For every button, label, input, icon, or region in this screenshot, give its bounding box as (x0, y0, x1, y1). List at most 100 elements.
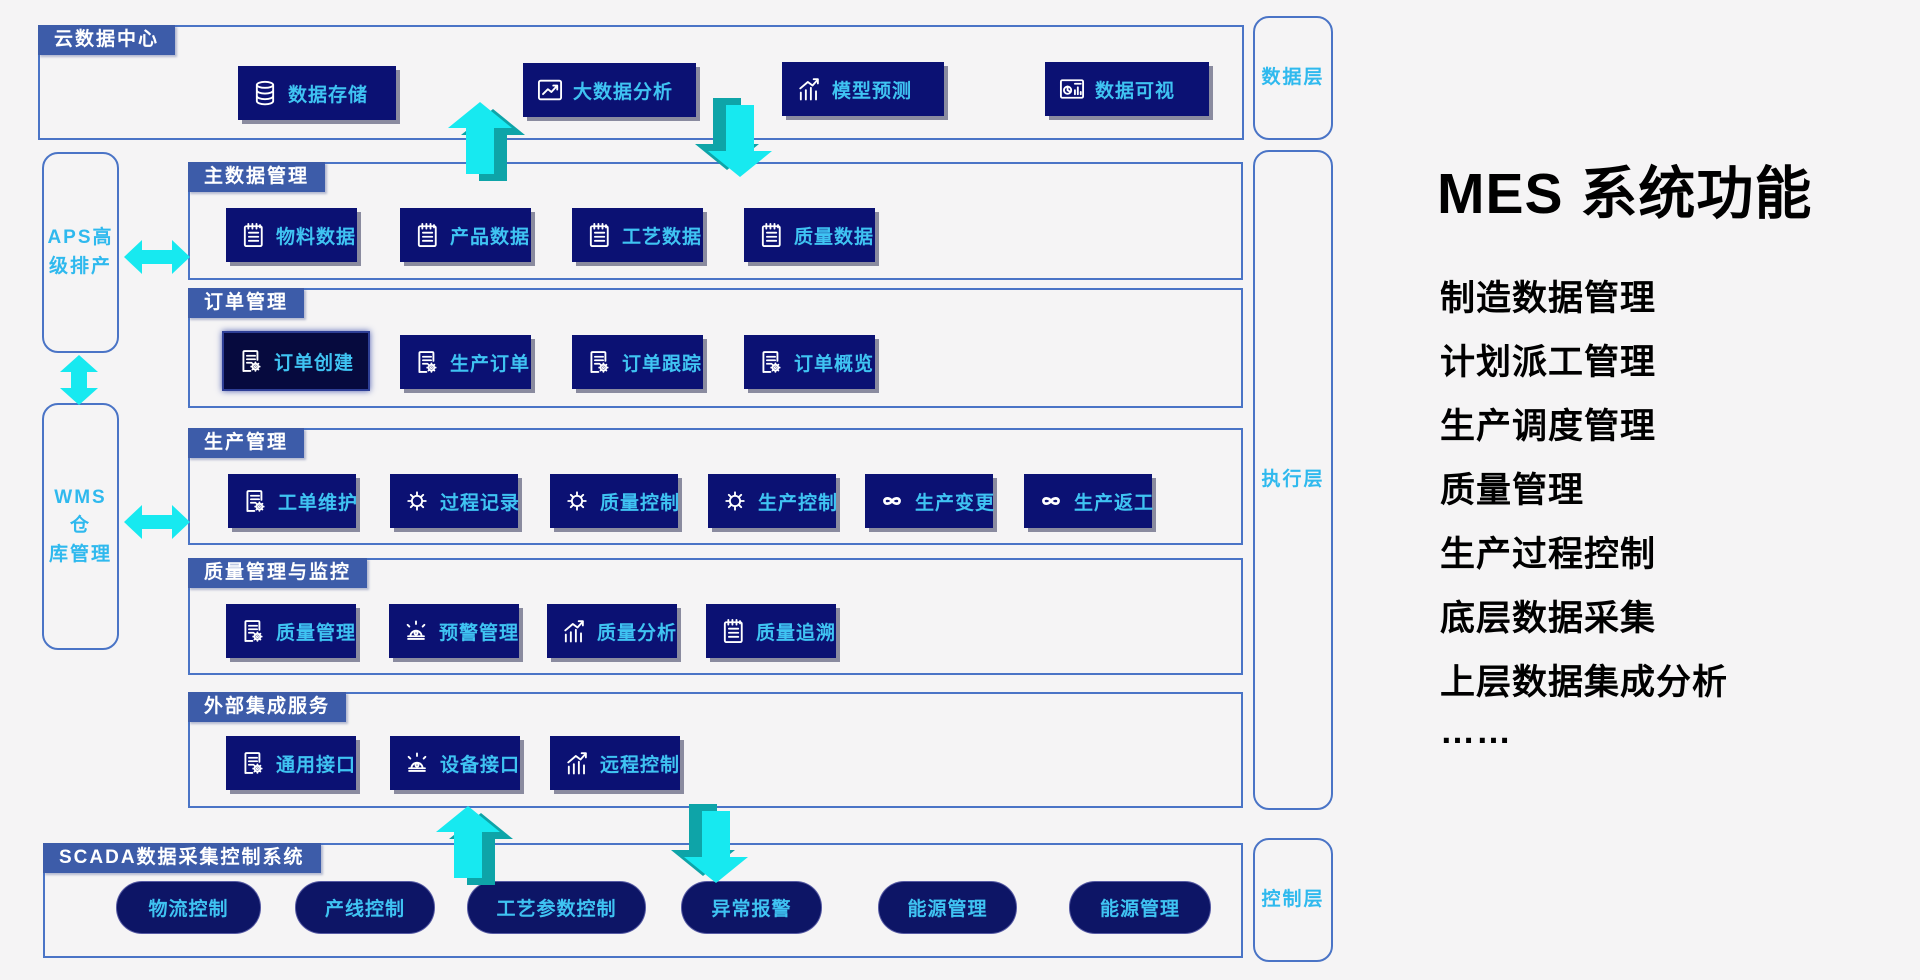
aps-label: APS高 级排产 (47, 227, 114, 277)
panel-item: 质量管理 (1440, 471, 1585, 510)
button-label: 大数据分析 (573, 81, 674, 103)
button-label: 工单维护 (278, 492, 359, 514)
button-label: 通用接口 (276, 754, 357, 776)
production-rework-button[interactable]: 生产返工 (1024, 474, 1155, 528)
remote-control-button[interactable]: 远程控制 (550, 736, 680, 790)
button-label: 预警管理 (439, 622, 520, 644)
pill-label: 能源管理 (907, 899, 988, 920)
panel-item: 底层数据采集 (1440, 599, 1657, 638)
device-interface-button[interactable]: 设备接口 (390, 736, 520, 790)
dashboard-icon (1058, 75, 1086, 103)
energy-management-pill-1[interactable]: 能源管理 (878, 881, 1017, 934)
panel-item: 制造数据管理 (1440, 279, 1657, 318)
quality-data-button[interactable]: 质量数据 (744, 208, 875, 262)
data-layer-label: 数据层 (1261, 66, 1325, 88)
notebook-icon (757, 221, 785, 249)
trend-chart-icon (795, 75, 823, 103)
doc-gear-icon (757, 348, 785, 376)
trend-chart-icon (560, 617, 588, 645)
button-label: 过程记录 (440, 492, 521, 514)
panel-title: MES 系统功能 (1437, 162, 1813, 226)
chart-box-icon (536, 76, 564, 104)
button-label: 数据可视 (1095, 80, 1176, 102)
quality-monitoring-section: 质量管理与监控 质量管理 预警管理 质量分析 质量追溯 (188, 558, 1243, 675)
panel-item: …… (1440, 712, 1512, 751)
line-control-pill[interactable]: 产线控制 (295, 881, 435, 934)
button-label: 生产返工 (1074, 492, 1155, 514)
button-label: 订单创建 (274, 352, 355, 374)
button-label: 质量控制 (600, 492, 681, 514)
button-label: 质量追溯 (756, 622, 837, 644)
infinity-icon (1037, 487, 1065, 515)
panel-item: 生产调度管理 (1440, 407, 1657, 446)
button-label: 设备接口 (440, 754, 521, 776)
abnormal-alarm-pill[interactable]: 异常报警 (681, 881, 822, 934)
cloud-data-center-section: 云数据中心 (38, 25, 1244, 140)
order-tracking-button[interactable]: 订单跟踪 (572, 335, 703, 389)
material-data-button[interactable]: 物料数据 (226, 208, 357, 262)
doc-gear-icon (413, 348, 441, 376)
doc-gear-icon (237, 347, 265, 375)
pill-label: 产线控制 (324, 899, 405, 920)
down-arrow-icon (695, 98, 772, 177)
order-overview-button[interactable]: 订单概览 (744, 335, 875, 389)
scada-section-title: SCADA数据采集控制系统 (43, 843, 321, 873)
order-create-button[interactable]: 订单创建 (222, 331, 370, 391)
production-change-button[interactable]: 生产变更 (865, 474, 996, 528)
doc-gear-icon (239, 749, 267, 777)
control-layer-label: 控制层 (1261, 888, 1325, 910)
quality-control-button[interactable]: 质量控制 (550, 474, 681, 528)
scada-section: SCADA数据采集控制系统 物流控制 产线控制 工艺参数控制 异常报警 能源管理… (43, 843, 1243, 958)
process-record-button[interactable]: 过程记录 (390, 474, 521, 528)
cloud-section-title: 云数据中心 (38, 25, 176, 55)
panel-item: 生产过程控制 (1440, 535, 1657, 574)
doc-gear-icon (241, 487, 269, 515)
energy-management-pill-2[interactable]: 能源管理 (1069, 881, 1211, 934)
trend-chart-icon (563, 749, 591, 777)
button-label: 模型预测 (832, 80, 913, 102)
production-order-button[interactable]: 生产订单 (400, 335, 531, 389)
logistics-control-pill[interactable]: 物流控制 (116, 881, 261, 934)
model-prediction-button[interactable]: 模型预测 (782, 62, 944, 116)
execution-layer-box: 执行层 (1253, 150, 1333, 810)
data-layer-box: 数据层 (1253, 16, 1333, 140)
aps-box: APS高 级排产 (42, 152, 119, 353)
button-label: 数据存储 (288, 84, 369, 106)
gear-icon (563, 487, 591, 515)
alert-management-button[interactable]: 预警管理 (389, 604, 519, 658)
process-data-button[interactable]: 工艺数据 (572, 208, 703, 262)
notebook-icon (413, 221, 441, 249)
quality-management-button[interactable]: 质量管理 (226, 604, 356, 658)
product-data-button[interactable]: 产品数据 (400, 208, 531, 262)
process-parameter-control-pill[interactable]: 工艺参数控制 (467, 881, 646, 934)
button-label: 生产订单 (450, 353, 531, 375)
alarm-icon (402, 617, 430, 645)
button-label: 工艺数据 (622, 226, 703, 248)
database-icon (251, 79, 279, 107)
quality-trace-button[interactable]: 质量追溯 (706, 604, 836, 658)
master-data-section: 主数据管理 物料数据 产品数据 工艺数据 质量数据 (188, 162, 1243, 280)
pill-label: 能源管理 (1099, 899, 1180, 920)
quality-analysis-button[interactable]: 质量分析 (547, 604, 677, 658)
gear-icon (403, 487, 431, 515)
panel-item: 计划派工管理 (1440, 343, 1657, 382)
pill-label: 物流控制 (148, 899, 229, 920)
data-storage-button[interactable]: 数据存储 (238, 66, 396, 120)
notebook-icon (585, 221, 613, 249)
button-label: 生产变更 (915, 492, 996, 514)
panel-item: 上层数据集成分析 (1440, 663, 1729, 702)
production-control-button[interactable]: 生产控制 (708, 474, 837, 528)
button-label: 质量管理 (276, 622, 357, 644)
left-right-arrow-icon (124, 505, 190, 539)
master-data-section-title: 主数据管理 (188, 162, 326, 192)
data-visualization-button[interactable]: 数据可视 (1045, 62, 1209, 116)
wms-label: WMS仓 库管理 (48, 486, 112, 565)
generic-interface-button[interactable]: 通用接口 (226, 736, 356, 790)
up-arrow-icon (448, 102, 525, 181)
wms-box: WMS仓 库管理 (42, 403, 119, 650)
work-order-maintain-button[interactable]: 工单维护 (228, 474, 359, 528)
big-data-analysis-button[interactable]: 大数据分析 (523, 63, 696, 117)
control-layer-box: 控制层 (1253, 838, 1333, 962)
infinity-icon (878, 487, 906, 515)
doc-gear-icon (585, 348, 613, 376)
